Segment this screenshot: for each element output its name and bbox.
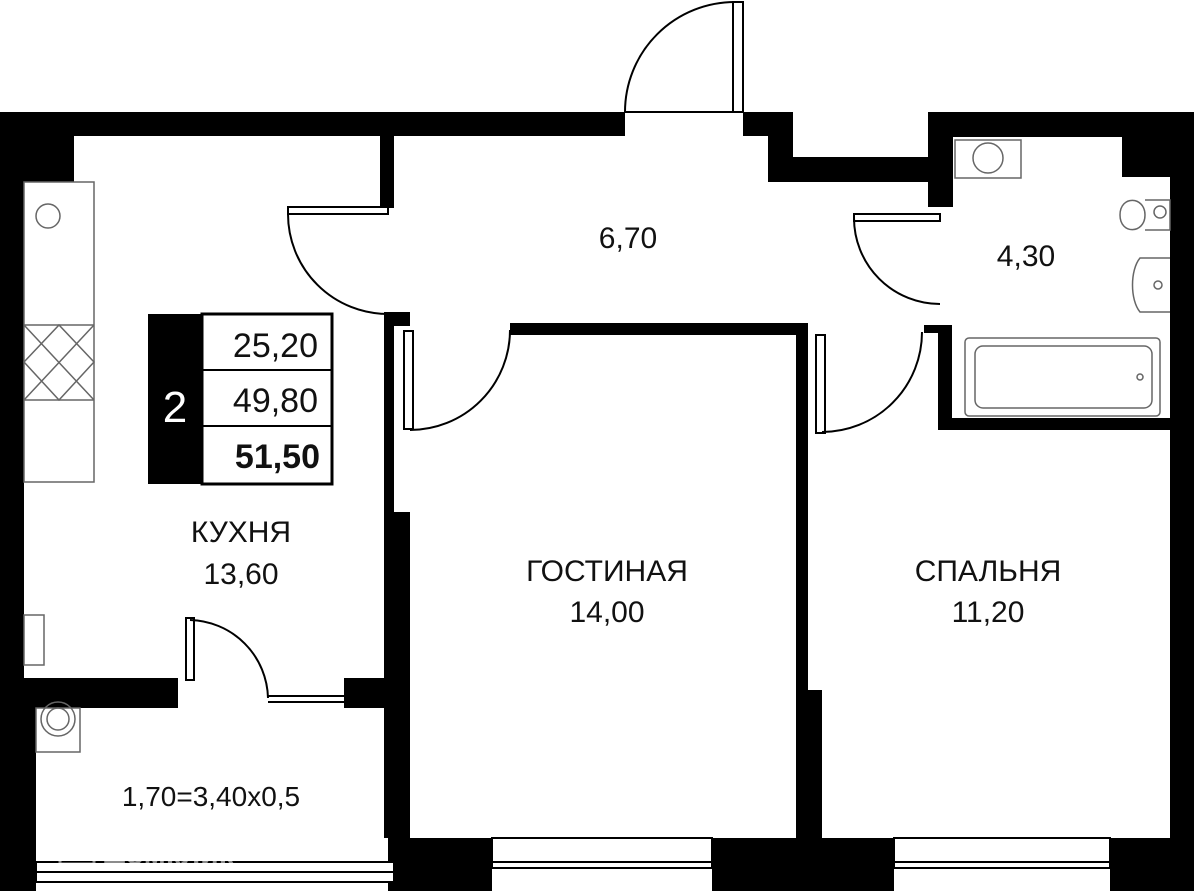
room-labels: 6,70 4,30 КУХНЯ 13,60 ГОСТИНАЯ 14,00 СПА…	[122, 222, 1061, 812]
area-summary: 2 25,20 49,80 51,50	[148, 312, 334, 486]
sink-icon	[35, 203, 61, 229]
total-area-balcony-value: 51,50	[235, 438, 320, 476]
house-icon	[58, 829, 96, 866]
kitchen-fixtures	[22, 181, 96, 666]
living-room-area: 14,00	[569, 596, 644, 629]
bathroom-area: 4,30	[997, 240, 1055, 273]
rooms-count: 2	[163, 383, 187, 432]
kitchen-area: 13,60	[203, 558, 278, 591]
bedroom-area: 11,20	[952, 596, 1025, 629]
balcony-area-formula: 1,70=3,40х0,5	[122, 781, 300, 812]
bedroom-name: СПАЛЬНЯ	[915, 555, 1062, 588]
hall-area: 6,70	[599, 222, 657, 255]
windows	[35, 837, 1111, 883]
bathroom-fixtures	[954, 139, 1171, 417]
watermark: Домклик	[58, 829, 235, 871]
balcony-fixtures	[35, 701, 81, 753]
watermark-text: Домклик	[104, 838, 235, 871]
toilet-icon	[1119, 199, 1171, 231]
kitchen-name: КУХНЯ	[191, 516, 291, 549]
living-area-value: 25,20	[233, 327, 318, 365]
bathtub-icon	[964, 337, 1161, 417]
interior-doors	[185, 206, 941, 703]
living-room-name: ГОСТИНАЯ	[526, 555, 688, 588]
entrance-door	[624, 1, 744, 113]
total-area-value: 49,80	[233, 382, 318, 420]
washer-icon	[972, 142, 1004, 174]
washbasin-icon	[1131, 257, 1170, 313]
boiler-icon	[40, 701, 76, 737]
walls	[0, 112, 1194, 891]
